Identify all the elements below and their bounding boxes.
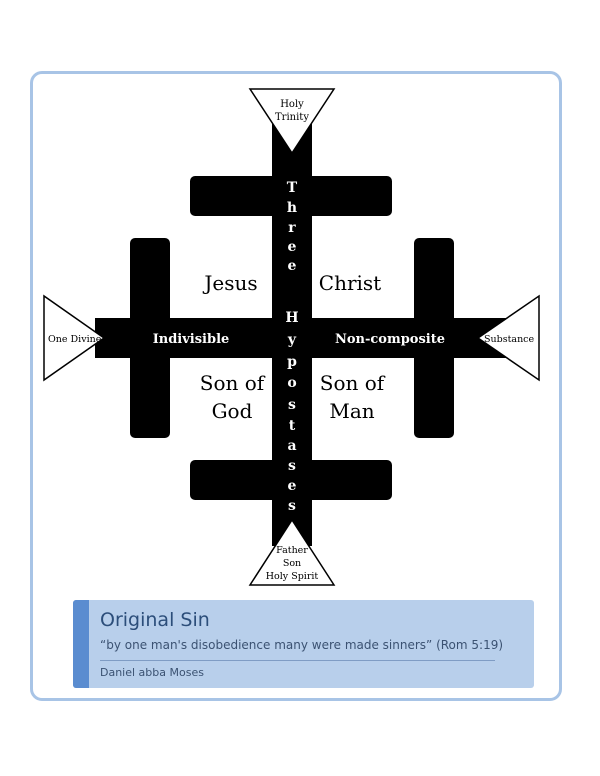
label-son-of-god-line-2: God: [212, 399, 253, 423]
banner-author: Daniel abba Moses: [100, 666, 204, 679]
vertical-letter: s: [288, 397, 296, 413]
non-composite-label: Non-composite: [335, 332, 445, 347]
left-triangle: [43, 294, 106, 382]
vertical-letter: y: [287, 332, 297, 348]
label-son-of-god-line-1: Son of: [200, 371, 266, 395]
banner-title: Original Sin: [100, 609, 210, 631]
title-banner: Original Sin “by one man's disobedience …: [73, 600, 534, 688]
banner-subtitle: “by one man's disobedience many were mad…: [100, 638, 504, 652]
bottom-crossbar: [190, 460, 392, 500]
left-triangle-label: One Divine: [48, 334, 102, 345]
right-crossbar: [414, 238, 454, 438]
top-crossbar: [190, 176, 392, 216]
bottom-triangle-line-2: Son: [283, 558, 301, 569]
vertical-letter: s: [288, 458, 296, 474]
top-triangle-line-2: Trinity: [275, 112, 309, 123]
vertical-letter: s: [288, 498, 296, 514]
vertical-letter: H: [285, 310, 298, 326]
vertical-letter: t: [289, 418, 296, 434]
vertical-letter: r: [288, 220, 296, 236]
right-triangle-label: Substance: [484, 334, 535, 345]
vertical-letter: e: [288, 239, 297, 255]
banner-divider: [100, 660, 495, 661]
bottom-triangle: [248, 518, 336, 586]
vertical-letter: e: [288, 478, 297, 494]
label-son-of-man-line-2: Man: [329, 399, 374, 423]
vertical-letter: h: [287, 200, 297, 216]
vertical-letter: T: [287, 180, 298, 196]
label-christ: Christ: [319, 271, 381, 295]
indivisible-label: Indivisible: [153, 332, 230, 347]
vertical-letter: p: [287, 354, 297, 370]
label-jesus: Jesus: [202, 271, 257, 295]
vertical-letter: o: [287, 375, 296, 391]
top-triangle: [248, 88, 336, 155]
vertical-letter: e: [288, 258, 297, 274]
vertical-letter: a: [287, 438, 296, 454]
top-triangle-line-1: Holy: [280, 99, 304, 110]
bottom-triangle-line-1: Father: [276, 545, 308, 556]
right-triangle: [476, 294, 540, 382]
left-crossbar: [130, 238, 170, 438]
bottom-triangle-line-3: Holy Spirit: [266, 571, 319, 582]
banner-accent: [73, 600, 89, 688]
label-son-of-man-line-1: Son of: [320, 371, 386, 395]
